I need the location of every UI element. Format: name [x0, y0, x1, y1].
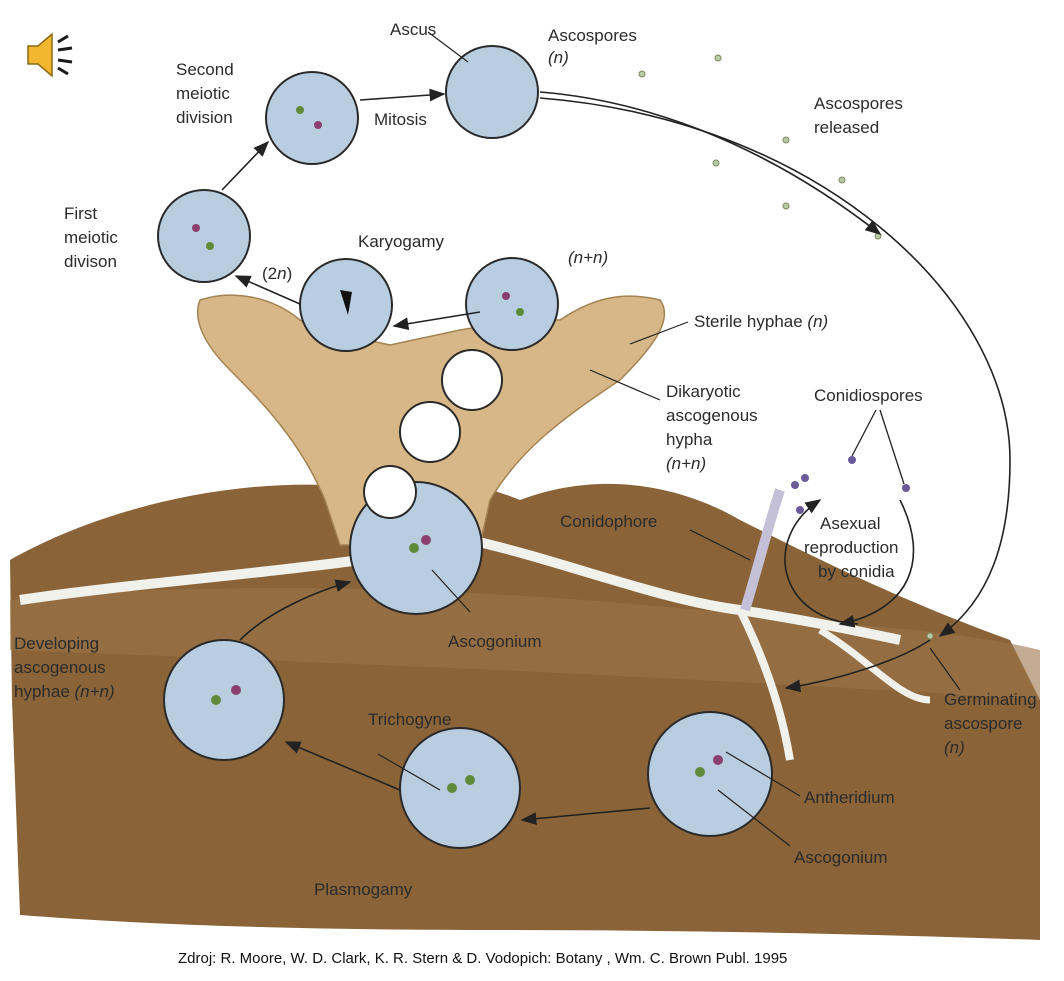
label-antheridium: Antheridium — [804, 788, 895, 808]
label-karyogamy: Karyogamy — [358, 232, 444, 252]
label-plasmogamy: Plasmogamy — [314, 880, 412, 900]
circle-developing — [164, 640, 284, 760]
label-ascogonium-lower: Ascogonium — [794, 848, 888, 868]
label-n-plus-n-top: (n+n) — [568, 248, 608, 268]
label-second-3: division — [176, 108, 233, 128]
circle-trichogyne — [400, 728, 520, 848]
label-trichogyne: Trichogyne — [368, 710, 451, 730]
label-first-2: meiotic — [64, 228, 118, 248]
label-asexual-1: Asexual — [820, 514, 880, 534]
label-developing-2: ascogenous — [14, 658, 106, 678]
label-conidophore: Conidophore — [560, 512, 657, 532]
circle-first-meiotic — [158, 190, 250, 282]
arrow-mitosis — [360, 94, 444, 100]
label-developing-1: Developing — [14, 634, 99, 654]
source-credit: Zdroj: R. Moore, W. D. Clark, K. R. Ster… — [178, 950, 787, 967]
label-first-1: First — [64, 204, 97, 224]
label-ascogonium-upper: Ascogonium — [448, 632, 542, 652]
label-germinating-3: (n) — [944, 738, 965, 758]
conidiospore-2 — [902, 484, 910, 492]
label-dikaryotic-3: hypha — [666, 430, 712, 450]
label-dikaryotic-4: (n+n) — [666, 454, 706, 474]
label-germinating-2: ascospore — [944, 714, 1022, 734]
label-2n: (2n) — [262, 264, 292, 284]
label-developing-3: hyphae (n+n) — [14, 682, 115, 702]
label-ascospores-n: (n) — [548, 48, 569, 68]
label-second-2: meiotic — [176, 84, 230, 104]
circle-small-1 — [442, 350, 502, 410]
circle-n-plus-n — [466, 258, 558, 350]
label-conidiospores: Conidiospores — [814, 386, 923, 406]
speaker-icon — [22, 24, 82, 86]
label-germinating-1: Germinating — [944, 690, 1037, 710]
label-asexual-3: by conidia — [818, 562, 895, 582]
audio-button[interactable] — [22, 24, 82, 86]
conidiospore-1 — [848, 456, 856, 464]
label-second-1: Second — [176, 60, 234, 80]
label-first-3: divison — [64, 252, 117, 272]
label-ascospores-released-2: released — [814, 118, 879, 138]
label-ascus: Ascus — [390, 20, 436, 40]
circle-second-meiotic — [266, 72, 358, 164]
label-dikaryotic-1: Dikaryotic — [666, 382, 741, 402]
label-sterile-hyphae: Sterile hyphae (n) — [694, 312, 828, 332]
conidiospore-pointers — [852, 410, 904, 484]
label-dikaryotic-2: ascogenous — [666, 406, 758, 426]
label-ascospores-released-1: Ascospores — [814, 94, 903, 114]
circle-small-3 — [364, 466, 416, 518]
label-mitosis: Mitosis — [374, 110, 427, 130]
arrow-to-karyogamy — [394, 312, 480, 326]
label-asexual-2: reproduction — [804, 538, 899, 558]
circle-ascus — [446, 46, 538, 138]
label-ascospores: Ascospores — [548, 26, 637, 46]
arrow-first-to-second — [222, 142, 268, 190]
circle-small-2 — [400, 402, 460, 462]
